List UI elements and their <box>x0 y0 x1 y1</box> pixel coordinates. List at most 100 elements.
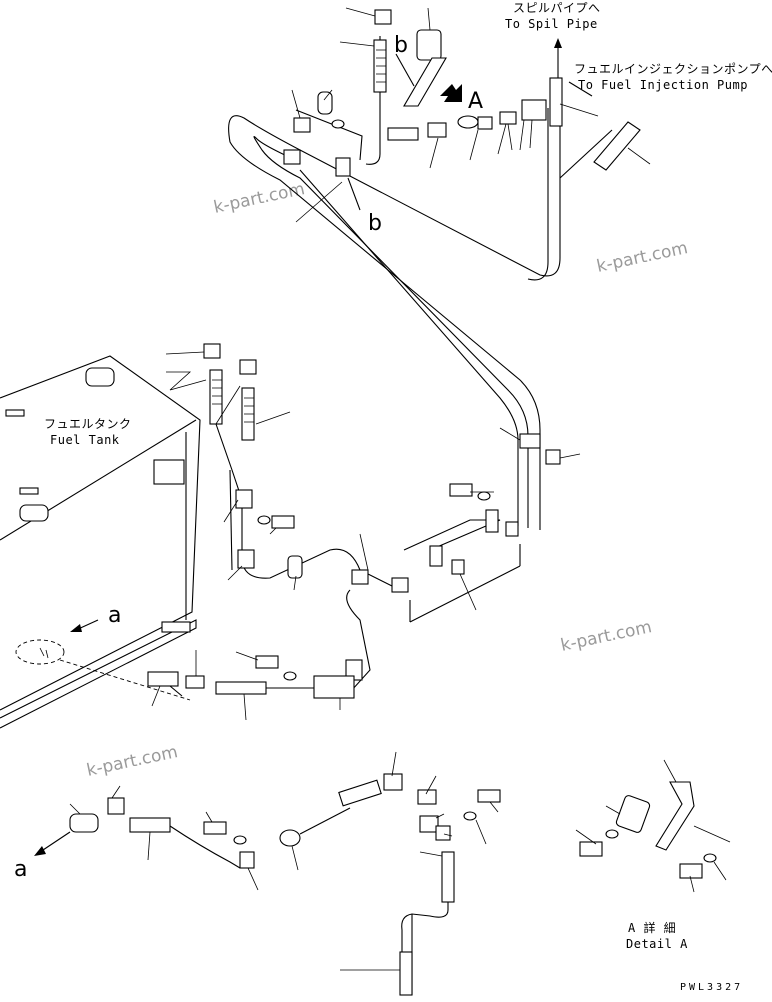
arrow-a-lower <box>39 831 71 853</box>
clamp-mid-4 <box>391 577 409 593</box>
elbow-mid-2 <box>239 359 257 375</box>
main-pipe-run <box>228 36 613 530</box>
adapter-3 <box>477 116 493 130</box>
view-markers-top: A b b <box>347 33 483 236</box>
pipe-upright <box>441 851 455 903</box>
spill-pipe-label-jp: スピルパイプへ <box>513 1 601 15</box>
valve-body <box>147 671 179 687</box>
tank-tab-1 <box>19 487 39 495</box>
adapter-low-3 <box>419 815 439 833</box>
nut-low <box>435 825 451 841</box>
washer-low-2 <box>233 835 247 845</box>
hose-end <box>593 121 641 171</box>
fuel-tank: フュエルタンク Fuel Tank a <box>0 355 201 729</box>
washer-mid-2 <box>477 491 491 501</box>
elbow-fitting-2 <box>521 99 547 121</box>
tank-outline <box>0 355 201 711</box>
clamp-mid-7 <box>485 509 499 533</box>
clamp-mid-2 <box>237 549 255 569</box>
grommet-low <box>279 829 301 847</box>
elbow-mid-1 <box>203 343 221 359</box>
clamp-mid-3 <box>351 569 369 585</box>
leader-injection <box>568 81 593 97</box>
tank-foot <box>161 621 191 633</box>
bottom-assembly: a <box>14 751 501 996</box>
arrow-b-mid <box>347 177 361 211</box>
detail-a-label-jp: A 詳 細 <box>628 920 676 935</box>
tank-tab-2 <box>5 409 25 417</box>
elbow-low-2 <box>383 773 403 791</box>
detail-a-washer-2 <box>703 853 717 863</box>
clamp-plate <box>403 519 501 551</box>
adapter-1 <box>387 127 419 141</box>
adapter-2 <box>427 122 447 138</box>
fuel-tank-label-jp: フュエルタンク <box>44 417 132 431</box>
injection-pump-label-jp: フュエルインジェクションポンプへ <box>574 62 772 76</box>
drain-valve <box>69 813 99 833</box>
bolt-low-2 <box>203 821 227 835</box>
lower-left-hardware <box>147 650 314 721</box>
washer-low-3 <box>463 811 477 821</box>
watermark-4: k-part.com <box>85 742 180 781</box>
hose-low-2 <box>129 817 171 833</box>
detail-a-bolt-2 <box>679 863 703 879</box>
washer-top <box>331 119 345 129</box>
detail-a-washer-1 <box>605 829 619 839</box>
bolt-mid-4 <box>449 483 473 497</box>
clamp-right-1 <box>519 433 541 449</box>
leaders-top <box>291 7 651 223</box>
view-marker-b-mid: b <box>368 211 382 236</box>
tank-port <box>19 504 49 522</box>
clamp-mid-1 <box>235 489 253 509</box>
view-marker-a-upper: a <box>108 603 121 628</box>
bolt-mid-3 <box>271 515 295 529</box>
bolt-low-1 <box>255 655 279 669</box>
tank-cap <box>85 367 115 387</box>
grommet-mid <box>287 555 303 579</box>
view-marker-b-top: b <box>394 33 408 58</box>
destination-labels: スピルパイプへ To Spil Pipe フュエルインジェクションポンプへ To… <box>505 1 772 97</box>
clamp-top-3 <box>283 149 301 165</box>
view-marker-A: A <box>468 89 483 114</box>
injection-pump-label-en: To Fuel Injection Pump <box>578 78 748 92</box>
adapter-4 <box>499 111 517 125</box>
view-arrow-A <box>440 84 462 102</box>
hose-low-3 <box>338 779 382 807</box>
arrow-b-top <box>395 53 415 87</box>
clamp-top-2 <box>335 157 351 177</box>
detail-a-circle <box>15 639 65 665</box>
spill-pipe-label-en: To Spil Pipe <box>505 17 598 31</box>
adapter-low-1 <box>185 675 205 689</box>
clamp-right-2 <box>545 449 561 465</box>
fuel-tank-label-en: Fuel Tank <box>50 433 120 447</box>
detail-a-bracket <box>655 781 695 851</box>
clamp-mid-8 <box>451 559 465 575</box>
elbow-low-1 <box>107 797 125 815</box>
bolt-vertical-2 <box>549 77 563 127</box>
washer-low-1 <box>283 671 297 681</box>
hose-fitting-top <box>416 29 442 61</box>
detail-a-bolt-1 <box>579 841 603 857</box>
watermark-2: k-part.com <box>595 238 690 277</box>
middle-hardware <box>165 343 581 710</box>
tank-panel <box>153 459 185 485</box>
pipe-bottom <box>399 951 413 996</box>
top-components <box>283 9 641 177</box>
detail-A: A 詳 細 Detail A <box>575 759 731 951</box>
clamp-mid-6 <box>429 545 443 567</box>
bracket-top <box>403 57 447 107</box>
view-marker-a-lower: a <box>14 857 27 882</box>
drawing-code: PWL3327 <box>680 982 743 993</box>
detail-a-fitting <box>615 795 651 833</box>
washer-mid-1 <box>257 515 271 525</box>
hose-low-1 <box>215 681 267 695</box>
bolt-low-3 <box>477 789 501 803</box>
bracket-line <box>409 565 521 623</box>
banjo-bolt <box>457 115 479 129</box>
clamp-top-1 <box>293 117 311 133</box>
adapter-low-2 <box>417 789 437 805</box>
clamp-low-1 <box>239 851 255 869</box>
elbow-fitting-top <box>374 9 392 25</box>
bolt-short <box>317 91 333 115</box>
